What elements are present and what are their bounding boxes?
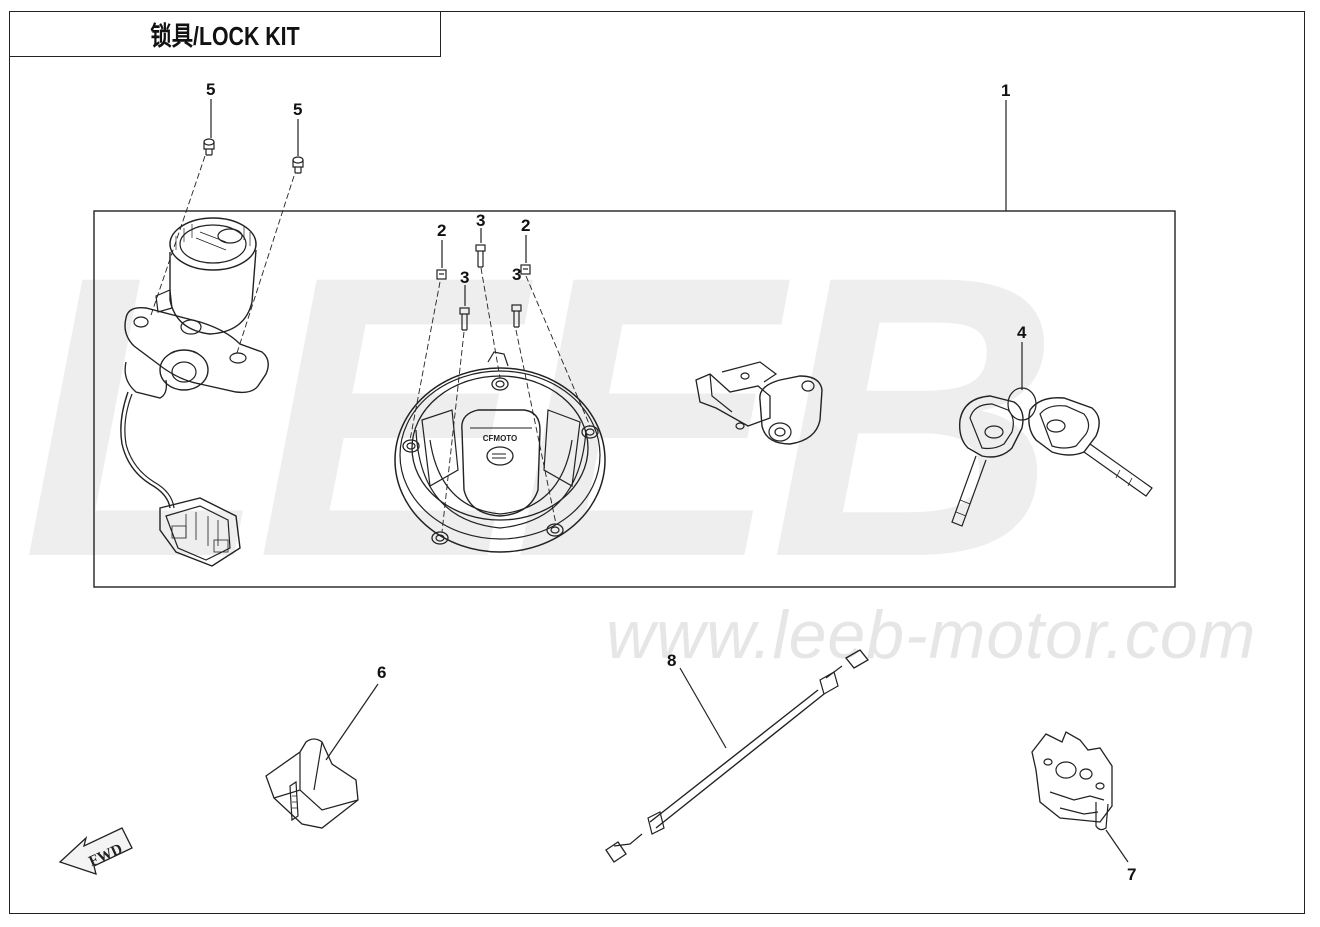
title-box: 锁具/LOCK KIT — [9, 11, 441, 57]
cable-8-drawing — [605, 649, 869, 863]
callout-3a: 3 — [476, 211, 485, 230]
screw-5b-drawing — [292, 156, 304, 174]
page-title: 锁具/LOCK KIT — [150, 20, 300, 51]
callout-5a: 5 — [206, 80, 215, 99]
assembly-line-5a — [149, 155, 206, 319]
leader-6 — [325, 683, 379, 761]
callout-3c: 3 — [512, 265, 521, 284]
callout-labels: 1 2 2 3 3 3 4 5 5 6 7 8 — [206, 80, 1136, 884]
part-7-drawing — [1031, 731, 1113, 831]
outer-frame — [9, 11, 1305, 914]
screw-3b-drawing — [459, 307, 470, 331]
ignition-switch-drawing — [120, 217, 269, 567]
callout-5b: 5 — [293, 100, 302, 119]
forward-direction-arrow: FWD — [58, 827, 133, 875]
callout-2b: 2 — [521, 216, 530, 235]
leader-7 — [1105, 829, 1129, 863]
callout-6: 6 — [377, 663, 386, 682]
screw-3a-drawing — [475, 244, 486, 268]
callout-8: 8 — [667, 651, 676, 670]
cap-assembly-lines — [409, 267, 591, 533]
leader-8 — [679, 667, 727, 749]
part-6-drawing — [265, 738, 359, 829]
callout-1: 1 — [1001, 81, 1010, 100]
fuel-cap-drawing: CFMOTO — [394, 351, 606, 553]
screw-2a-drawing — [436, 269, 447, 280]
screw-2b-drawing — [520, 264, 531, 275]
keys-drawing — [951, 387, 1153, 527]
cap-logo-text: CFMOTO — [483, 434, 518, 443]
callout-4: 4 — [1017, 323, 1027, 342]
screw-5a-drawing — [203, 138, 215, 156]
callout-2a: 2 — [437, 221, 446, 240]
assembly-group-frame — [93, 210, 1176, 588]
watermark-url: www.leeb-motor.com — [606, 597, 1257, 673]
callout-7: 7 — [1127, 865, 1136, 884]
assembly-line-5b — [235, 175, 295, 357]
seat-lock-drawing — [695, 361, 823, 445]
callout-3b: 3 — [460, 268, 469, 287]
screw-3c-drawing — [511, 304, 522, 328]
